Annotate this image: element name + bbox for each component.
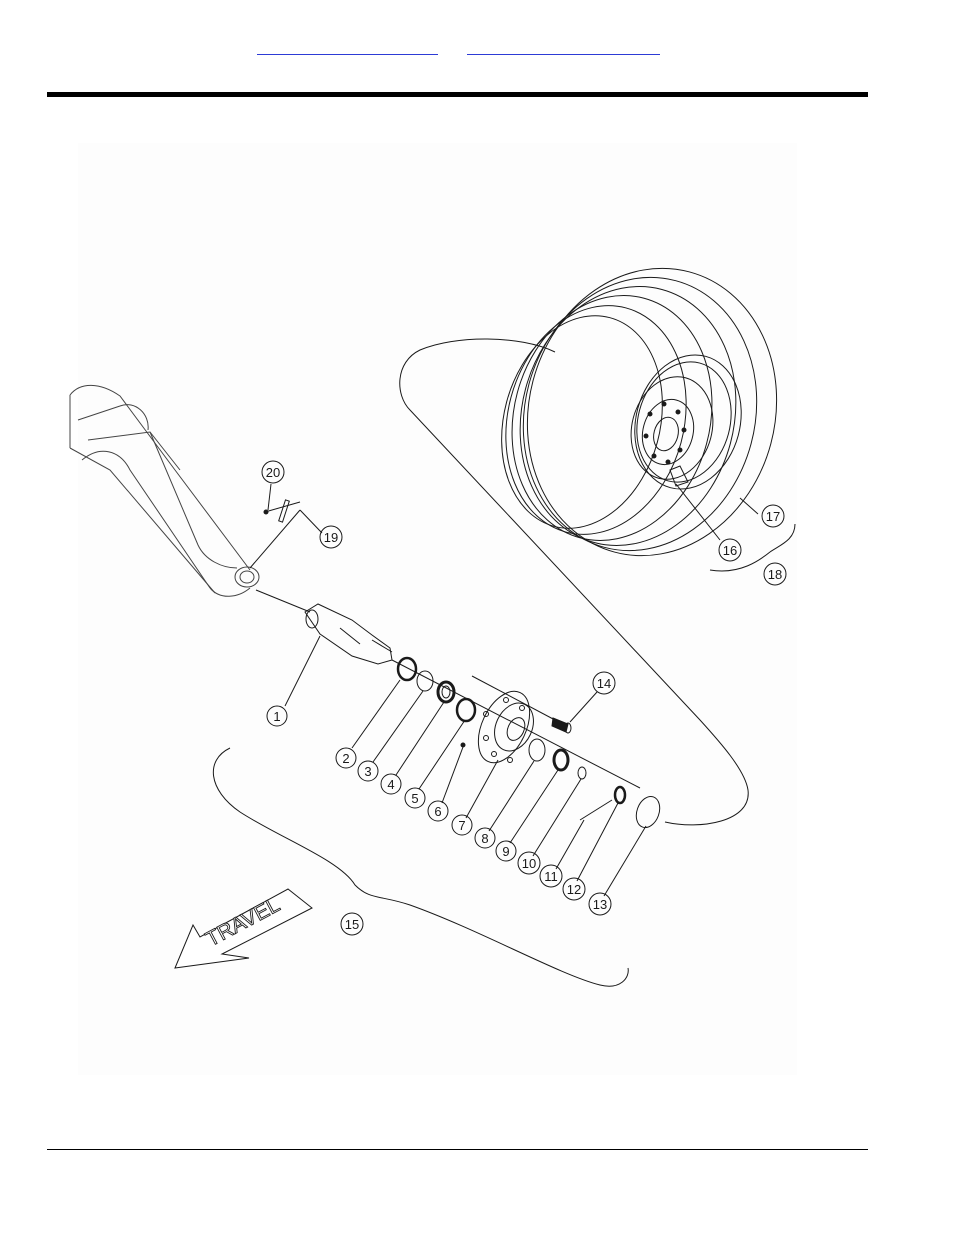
svg-text:15: 15 xyxy=(345,917,359,932)
svg-text:2: 2 xyxy=(342,751,349,766)
svg-text:17: 17 xyxy=(766,509,780,524)
callout-14: 14 xyxy=(593,672,615,694)
callout-18: 18 xyxy=(764,563,786,585)
callout-6: 6 xyxy=(428,801,448,821)
callout-2: 2 xyxy=(336,748,356,768)
svg-text:14: 14 xyxy=(597,676,611,691)
valve-stem xyxy=(670,466,688,486)
callout-4: 4 xyxy=(381,774,401,794)
svg-text:7: 7 xyxy=(458,818,465,833)
callout-7: 7 xyxy=(452,815,472,835)
footer-rule xyxy=(47,1149,868,1150)
svg-text:5: 5 xyxy=(411,791,418,806)
svg-text:4: 4 xyxy=(387,777,394,792)
callout-10: 10 xyxy=(518,852,540,874)
callout-17: 17 xyxy=(762,505,784,527)
svg-text:12: 12 xyxy=(567,882,581,897)
callout-5: 5 xyxy=(405,788,425,808)
bearing-cup-inner xyxy=(417,671,433,691)
washer xyxy=(578,767,586,779)
travel-arrow: TRAVEL xyxy=(175,889,312,968)
callout-1: 1 xyxy=(267,706,287,726)
seal xyxy=(398,658,416,680)
callout-16: 16 xyxy=(719,539,741,561)
cotter-pin xyxy=(580,800,612,820)
bearing-cup-outer xyxy=(457,699,475,721)
callout-9: 9 xyxy=(496,841,516,861)
spindle xyxy=(256,590,392,664)
svg-text:11: 11 xyxy=(544,869,558,884)
svg-text:8: 8 xyxy=(481,831,488,846)
svg-text:1: 1 xyxy=(273,709,280,724)
svg-text:3: 3 xyxy=(364,764,371,779)
castle-nut xyxy=(615,787,625,803)
svg-text:18: 18 xyxy=(768,567,782,582)
callout-12: 12 xyxy=(563,878,585,900)
callout-3: 3 xyxy=(358,761,378,781)
callout-8: 8 xyxy=(475,828,495,848)
hub xyxy=(468,683,541,770)
leader-lines xyxy=(268,484,758,896)
callout-20: 20 xyxy=(262,461,284,483)
tire-wheel xyxy=(479,240,809,584)
svg-text:10: 10 xyxy=(522,856,536,871)
callout-11: 11 xyxy=(540,865,562,887)
svg-text:16: 16 xyxy=(723,543,737,558)
axle-arm xyxy=(70,385,259,596)
bearing-cone-inner xyxy=(438,682,454,702)
grease-fitting xyxy=(461,743,465,747)
pin-group xyxy=(250,500,300,568)
dust-cap xyxy=(632,793,664,831)
svg-text:19: 19 xyxy=(324,530,338,545)
svg-text:13: 13 xyxy=(593,897,607,912)
stud-bolt xyxy=(472,676,571,733)
svg-text:6: 6 xyxy=(434,804,441,819)
bearing-cone xyxy=(554,750,568,770)
callout-13: 13 xyxy=(589,893,611,915)
rim xyxy=(620,343,756,501)
tire xyxy=(496,240,809,584)
assembly-outline xyxy=(213,339,795,986)
callout-15: 15 xyxy=(341,913,363,935)
svg-text:20: 20 xyxy=(266,465,280,480)
callout-19: 19 xyxy=(320,526,342,548)
svg-text:9: 9 xyxy=(502,844,509,859)
bearing-cup xyxy=(529,739,545,761)
